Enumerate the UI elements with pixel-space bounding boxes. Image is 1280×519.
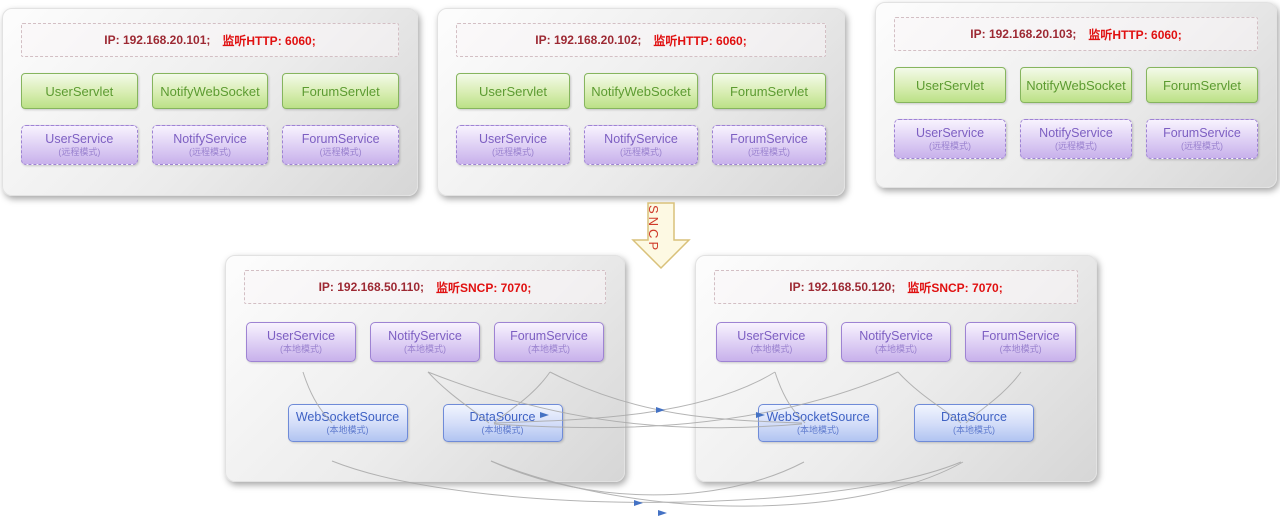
source-row: WebSocketSource (本地模式) DataSource (本地模式): [244, 404, 606, 442]
web-node-panel-3: IP: 192.168.20.103; 监听HTTP: 6060; UserSe…: [875, 2, 1277, 188]
service-name: NotifyService: [388, 329, 462, 343]
servlet-box: NotifyWebSocket: [1020, 67, 1132, 103]
local-service-box: ForumService (本地模式): [965, 322, 1077, 362]
remote-service-box: NotifyService (远程模式): [584, 125, 698, 165]
local-service-box: NotifyService (本地模式): [840, 322, 952, 362]
node-listen-label: 监听SNCP: 7070;: [436, 280, 532, 295]
service-mode: (本地模式): [875, 344, 917, 354]
remote-service-box: UserService (远程模式): [894, 119, 1006, 159]
service-name: UserService: [915, 126, 985, 140]
servlet-box: NotifyWebSocket: [151, 73, 269, 109]
sncp-down-arrow-icon: [631, 202, 691, 270]
local-service-box: UserService (本地模式): [246, 322, 356, 362]
service-mode: (远程模式): [1181, 141, 1223, 151]
remote-service-row: UserService (远程模式) NotifyService (远程模式) …: [894, 119, 1258, 159]
service-name: ForumService: [510, 329, 588, 343]
service-name: NotifyService: [859, 329, 933, 343]
servlet-box: UserServlet: [456, 73, 570, 109]
node-ip-label: IP: 192.168.20.102;: [535, 33, 642, 47]
servlet-box: ForumServlet: [712, 73, 826, 109]
node-listen-label: 监听HTTP: 6060;: [1088, 27, 1182, 42]
service-mode: (远程模式): [319, 147, 362, 157]
service-mode: (远程模式): [748, 147, 790, 157]
data-source-box: DataSource (本地模式): [442, 404, 563, 442]
servlet-box: UserServlet: [894, 67, 1006, 103]
service-name: UserService: [478, 132, 548, 146]
servlet-box: ForumServlet: [282, 73, 400, 109]
service-mode: (远程模式): [492, 147, 534, 157]
service-mode: (远程模式): [929, 141, 971, 151]
node-ip-label: IP: 192.168.20.101;: [104, 33, 211, 47]
websocket-source-box: WebSocketSource (本地模式): [758, 404, 878, 442]
node-listen-label: 监听HTTP: 6060;: [653, 33, 747, 48]
service-mode: (本地模式): [280, 344, 322, 354]
local-service-box: ForumService (本地模式): [494, 322, 604, 362]
remote-service-box: NotifyService (远程模式): [151, 125, 269, 165]
node-address-banner: IP: 192.168.50.120; 监听SNCP: 7070;: [714, 270, 1078, 304]
remote-service-box: UserService (远程模式): [21, 125, 138, 165]
service-name: NotifyService: [173, 132, 247, 146]
service-mode: (本地模式): [999, 344, 1042, 354]
source-mode: (本地模式): [326, 425, 369, 435]
service-name: UserService: [737, 329, 806, 343]
service-name: ForumService: [1163, 126, 1241, 140]
source-name: DataSource: [940, 410, 1007, 424]
remote-service-box: UserService (远程模式): [456, 125, 570, 165]
local-service-box: NotifyService (本地模式): [370, 322, 480, 362]
node-ip-label: IP: 192.168.20.103;: [970, 27, 1077, 41]
source-mode: (本地模式): [481, 425, 524, 435]
source-row: WebSocketSource (本地模式) DataSource (本地模式): [714, 404, 1078, 442]
local-service-box: UserService (本地模式): [716, 322, 827, 362]
node-address-banner: IP: 192.168.20.101; 监听HTTP: 6060;: [21, 23, 399, 57]
service-name: UserService: [266, 329, 336, 343]
service-mode: (远程模式): [1055, 141, 1097, 151]
local-service-row: UserService (本地模式) NotifyService (本地模式) …: [244, 322, 606, 362]
service-mode: (本地模式): [404, 344, 446, 354]
node-ip-label: IP: 192.168.50.110;: [318, 280, 425, 294]
node-address-banner: IP: 192.168.20.102; 监听HTTP: 6060;: [456, 23, 826, 57]
service-mode: (远程模式): [620, 147, 662, 157]
service-name: ForumService: [981, 329, 1060, 343]
service-name: NotifyService: [604, 132, 678, 146]
source-mode: (本地模式): [953, 425, 995, 435]
remote-service-row: UserService (远程模式) NotifyService (远程模式) …: [21, 125, 400, 165]
servlet-row: UserServlet NotifyWebSocket ForumServlet: [894, 67, 1258, 103]
sncp-node-panel-1: IP: 192.168.50.110; 监听SNCP: 7070; UserSe…: [225, 255, 625, 482]
service-mode: (远程模式): [58, 147, 101, 157]
web-node-panel-2: IP: 192.168.20.102; 监听HTTP: 6060; UserSe…: [437, 8, 845, 196]
service-name: NotifyService: [1039, 126, 1113, 140]
servlet-row: UserServlet NotifyWebSocket ForumServlet: [456, 73, 826, 109]
websocket-source-box: WebSocketSource (本地模式): [287, 404, 408, 442]
node-address-banner: IP: 192.168.50.110; 监听SNCP: 7070;: [244, 270, 606, 304]
remote-service-box: NotifyService (远程模式): [1020, 119, 1132, 159]
servlet-box: NotifyWebSocket: [584, 73, 698, 109]
node-ip-label: IP: 192.168.50.120;: [789, 280, 896, 294]
remote-service-row: UserService (远程模式) NotifyService (远程模式) …: [456, 125, 826, 165]
local-service-row: UserService (本地模式) NotifyService (本地模式) …: [714, 322, 1078, 362]
servlet-box: ForumServlet: [1146, 67, 1258, 103]
node-listen-label: 监听SNCP: 7070;: [907, 280, 1003, 295]
servlet-row: UserServlet NotifyWebSocket ForumServlet: [21, 73, 400, 109]
remote-service-box: ForumService (远程模式): [1146, 119, 1258, 159]
web-node-panel-1: IP: 192.168.20.101; 监听HTTP: 6060; UserSe…: [2, 8, 418, 196]
servlet-box: UserServlet: [21, 73, 138, 109]
source-name: DataSource: [469, 410, 536, 424]
service-name: ForumService: [301, 132, 380, 146]
service-mode: (本地模式): [750, 344, 793, 354]
remote-service-box: ForumService (远程模式): [282, 125, 400, 165]
source-name: WebSocketSource: [295, 410, 400, 424]
source-name: WebSocketSource: [766, 410, 870, 424]
service-name: UserService: [45, 132, 114, 146]
node-address-banner: IP: 192.168.20.103; 监听HTTP: 6060;: [894, 17, 1258, 51]
sncp-arrow-label: SNCP: [646, 205, 661, 254]
sncp-node-panel-2: IP: 192.168.50.120; 监听SNCP: 7070; UserSe…: [695, 255, 1097, 482]
source-mode: (本地模式): [797, 425, 839, 435]
remote-service-box: ForumService (远程模式): [712, 125, 826, 165]
service-name: ForumService: [730, 132, 808, 146]
data-source-box: DataSource (本地模式): [914, 404, 1034, 442]
node-listen-label: 监听HTTP: 6060;: [222, 33, 316, 48]
service-mode: (远程模式): [189, 147, 231, 157]
service-mode: (本地模式): [528, 344, 570, 354]
